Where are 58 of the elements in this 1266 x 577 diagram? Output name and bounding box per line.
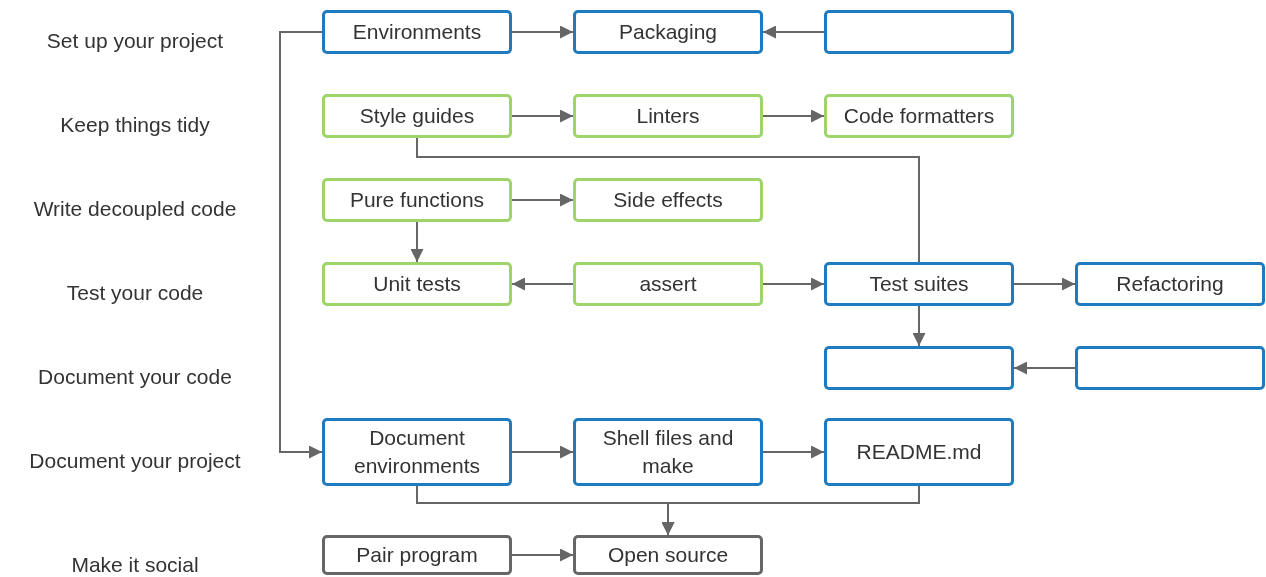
node-label: Test suites [869, 271, 969, 297]
process-box [573, 178, 763, 222]
process-box [322, 535, 512, 575]
node-label: README.md [856, 439, 982, 465]
node-label: Side effects [613, 187, 723, 213]
node-label: Pair program [356, 542, 478, 568]
arrow [912, 305, 926, 347]
arrow [511, 445, 574, 459]
row-label: Document your code [37, 365, 233, 389]
process-box [1075, 346, 1265, 390]
arrow [762, 445, 825, 459]
arrow [661, 485, 920, 536]
process-box [573, 94, 763, 138]
node-label: Refactoring [1116, 271, 1224, 297]
row-label: Document your project [28, 449, 242, 473]
process-box [573, 262, 763, 306]
process-box [824, 94, 1014, 138]
process-box [322, 10, 512, 54]
row-label: Test your code [65, 281, 205, 305]
process-box [824, 346, 1014, 390]
row-label: Keep things tidy [59, 113, 211, 137]
arrow [511, 277, 574, 291]
node-label: Open source [607, 542, 729, 568]
row-label: Make it social [70, 553, 200, 577]
process-box [824, 418, 1014, 486]
process-box [573, 535, 763, 575]
arrow [511, 548, 574, 562]
arrow [279, 31, 323, 459]
node-label: Code formatters [843, 103, 995, 129]
process-box [1075, 262, 1265, 306]
arrow [762, 277, 825, 291]
process-box [322, 178, 512, 222]
node-label: Unit tests [373, 271, 461, 297]
process-box [824, 10, 1014, 54]
arrow [511, 25, 574, 39]
arrow [1013, 361, 1076, 375]
arrow [511, 109, 574, 123]
process-box [322, 418, 512, 486]
process-box [824, 262, 1014, 306]
row-label: Set up your project [45, 29, 225, 53]
node-label: assert [639, 271, 697, 297]
arrow [1013, 277, 1076, 291]
process-box [573, 10, 763, 54]
process-box [573, 418, 763, 486]
process-box [322, 262, 512, 306]
node-label: Linters [636, 103, 700, 129]
node-label: Style guides [359, 103, 475, 129]
arrow [762, 25, 825, 39]
node-label: Shell files and make [601, 425, 735, 479]
process-box [322, 94, 512, 138]
row-label: Write decoupled code [32, 197, 238, 221]
node-label: Document environments [352, 425, 482, 479]
arrow [410, 221, 424, 263]
node-label: Environments [352, 19, 482, 45]
arrow [762, 109, 825, 123]
node-label: Pure functions [349, 187, 485, 213]
arrow [511, 193, 574, 207]
node-label: Packaging [618, 19, 718, 45]
